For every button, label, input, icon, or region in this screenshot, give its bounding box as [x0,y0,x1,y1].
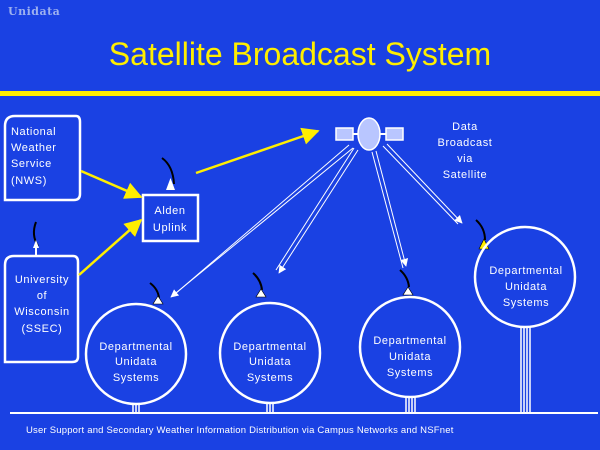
footer-caption: User Support and Secondary Weather Infor… [26,425,454,436]
department-site: Departmental Unidata Systems [84,282,188,413]
uplink-label-line: Alden [154,205,185,217]
brand-label: Unidata [8,5,61,18]
satellite-icon [335,117,404,151]
nws-label-line: (NWS) [11,175,47,187]
satellite-caption-line: Data [452,121,478,133]
site-label-line: Unidata [115,356,157,368]
department-site: Departmental Unidata Systems [473,219,577,413]
ssec-source-box: University of Wisconsin (SSEC) [3,254,80,364]
site-label-line: Unidata [389,351,431,363]
nws-label-line: National [11,126,56,138]
broadcast-arrow [174,144,350,295]
broadcast-arrow [386,143,463,224]
site-label-line: Unidata [505,281,547,293]
site-label-line: Systems [503,297,549,309]
site-label-line: Departmental [99,341,172,353]
nws-to-uplink-arrow [80,169,143,199]
page-title: Satellite Broadcast System [108,36,492,72]
site-label-line: Departmental [489,265,562,277]
broadcast-arrow [375,150,409,267]
uplink-label-line: Uplink [153,222,187,234]
site-label-line: Systems [247,372,293,384]
broadcast-arrow [170,147,354,298]
site-label-line: Systems [387,367,433,379]
satellite-dish-icon [32,221,39,256]
ssec-label-line: Wisconsin [14,306,70,318]
site-label-line: Unidata [249,356,291,368]
uplink-box: Alden Uplink [141,193,200,243]
uplink-dish-icon [161,157,175,190]
uplink-to-satellite-arrow [195,127,320,175]
broadcast-arrow [371,151,404,269]
broadcast-arrow [275,147,355,271]
ssec-label-line: of [37,290,48,302]
ssec-to-uplink-arrow [78,218,143,276]
broadcast-arrow [382,145,459,225]
broadcast-arrow [278,149,359,274]
title-rule [0,91,600,96]
nws-label-line: Service [11,158,52,170]
nws-source-box: National Weather Service (NWS) [3,114,82,202]
department-site: Departmental Unidata Systems [358,269,462,413]
site-label-line: Departmental [373,335,446,347]
site-label-line: Systems [113,372,159,384]
nws-label-line: Weather [11,142,57,154]
satellite-caption-line: Satellite [443,169,488,181]
satellite-caption-line: via [457,153,473,165]
site-label-line: Departmental [233,341,306,353]
department-site: Departmental Unidata Systems [218,272,322,413]
satellite-caption-line: Broadcast [438,137,493,149]
broadcast-arrows [170,143,463,298]
ssec-label-line: University [15,274,69,286]
ssec-label-line: (SSEC) [22,323,63,335]
